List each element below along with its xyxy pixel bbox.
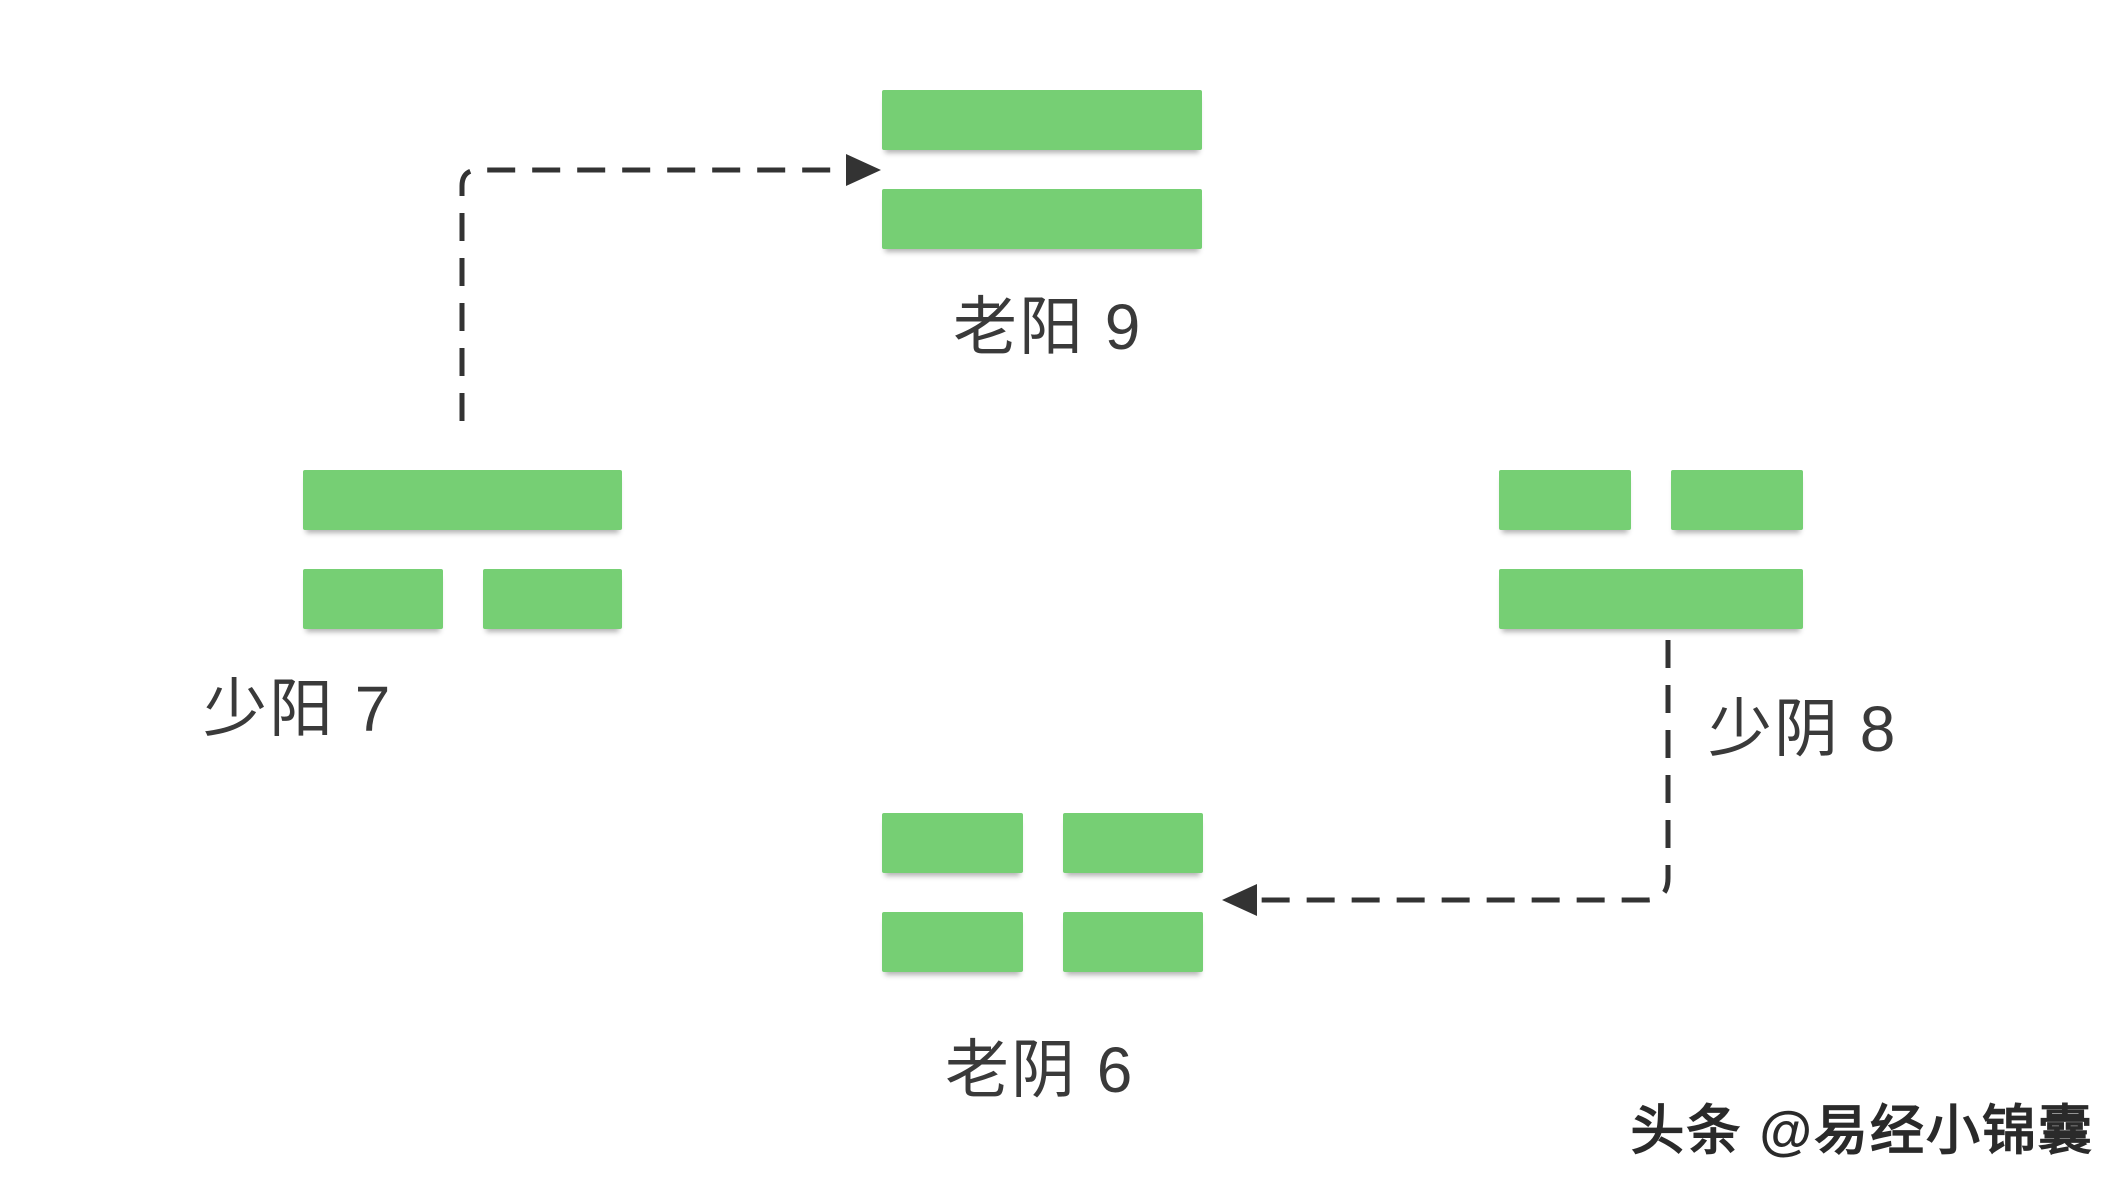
yin-line-segment — [1062, 813, 1203, 873]
yin-line-segment — [882, 912, 1023, 972]
arrowhead-left-icon — [1222, 884, 1257, 916]
yin-line-segment — [1671, 470, 1803, 530]
yang-line — [882, 189, 1202, 249]
label-shaoyang: 少阳 7 — [203, 673, 393, 745]
yin-line — [882, 912, 1203, 972]
symbol-shaoyang — [303, 470, 622, 629]
watermark: 头条 @易经小锦囊 — [1630, 1101, 2094, 1161]
yin-line-segment — [1062, 912, 1203, 972]
arrow-path-shaoyang-to-laoyang — [459, 167, 843, 421]
yang-line — [303, 470, 622, 530]
label-shaoyin: 少阴 8 — [1708, 693, 1898, 765]
arrow-path-shaoyin-to-laoyin — [1259, 640, 1671, 903]
yang-line — [882, 90, 1202, 150]
arrowhead-right-icon — [846, 154, 881, 186]
label-laoyin: 老阴 6 — [945, 1034, 1135, 1106]
yin-line — [303, 569, 622, 629]
yang-line — [1499, 569, 1803, 629]
yin-line-segment — [482, 569, 622, 629]
yin-line — [1499, 470, 1803, 530]
symbol-laoyang — [882, 90, 1202, 249]
yin-line — [882, 813, 1203, 873]
yin-line-segment — [303, 569, 443, 629]
yin-line-segment — [882, 813, 1023, 873]
symbol-laoyin — [882, 813, 1203, 972]
symbol-shaoyin — [1499, 470, 1803, 629]
label-laoyang: 老阳 9 — [953, 291, 1143, 363]
yin-line-segment — [1499, 470, 1631, 530]
